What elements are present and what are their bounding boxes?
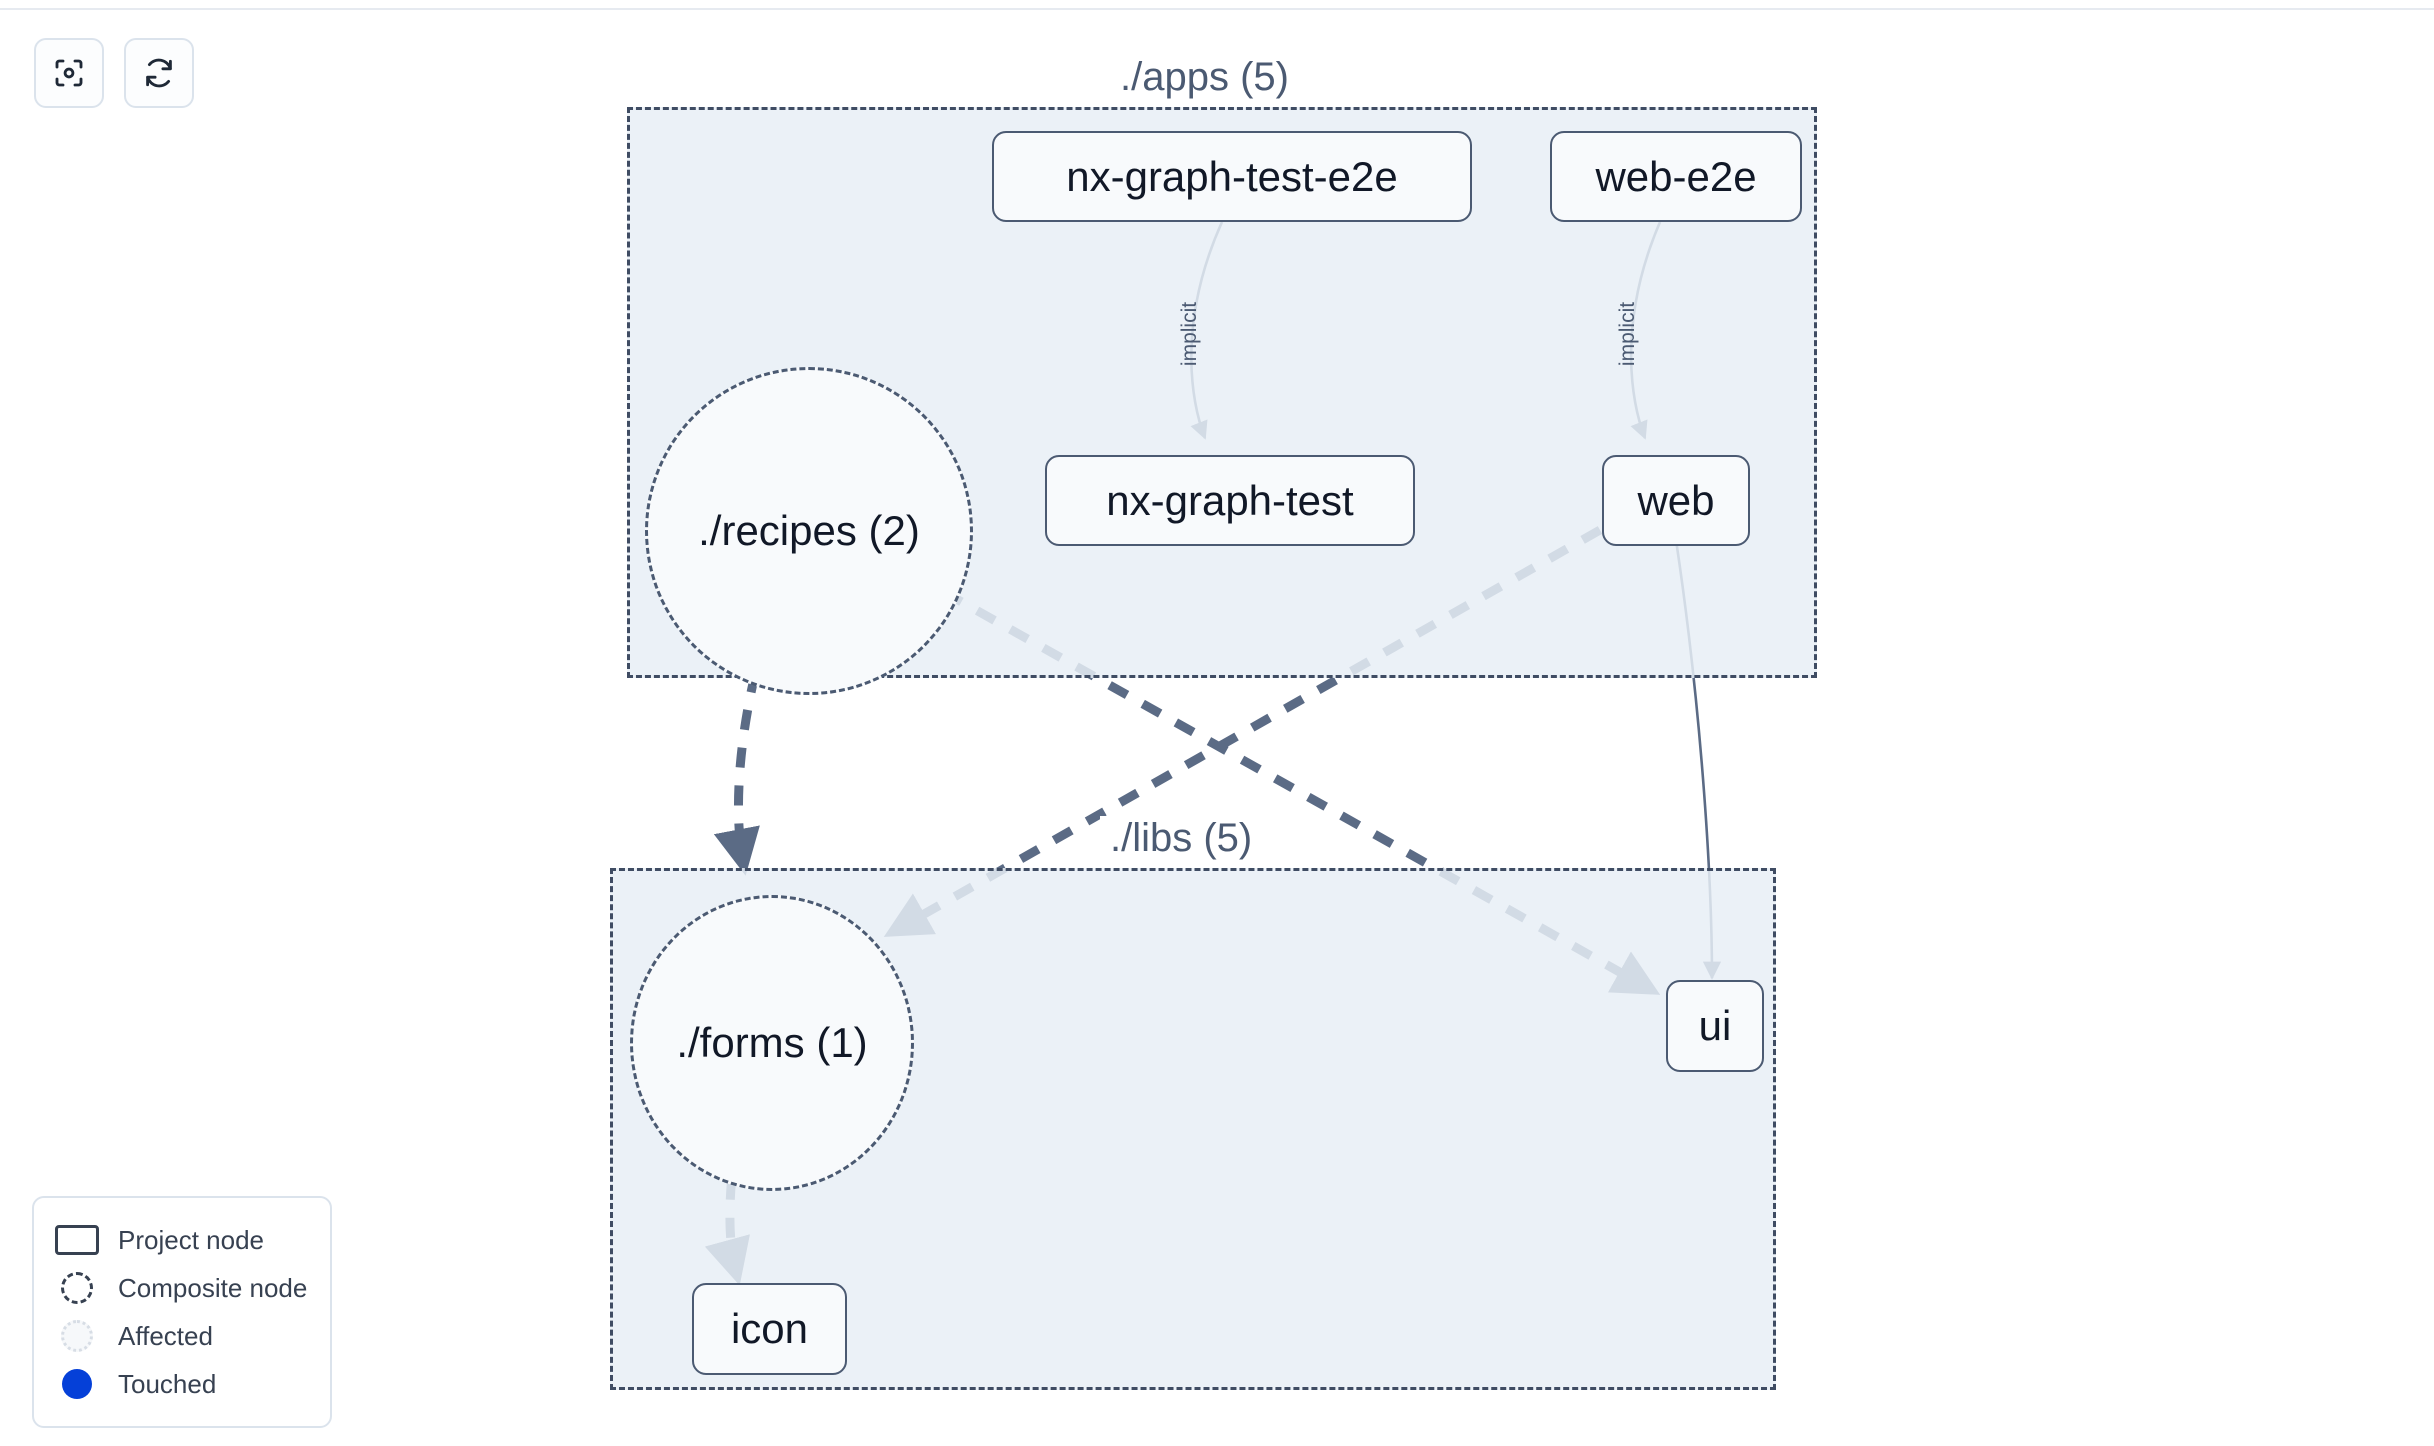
node-label: web-e2e — [1595, 152, 1757, 200]
node-label: icon — [730, 1305, 809, 1352]
legend-label: Affected — [118, 1320, 213, 1351]
node-label: web — [1637, 476, 1715, 524]
node-forms[interactable]: ./forms (1) — [630, 895, 914, 1191]
edge-label-implicit-web: implicit — [1616, 301, 1640, 367]
edge-label-implicit-nx-graph-test: implicit — [1178, 301, 1202, 367]
node-ui[interactable]: ui — [1666, 980, 1764, 1072]
legend-item-touched: Touched — [54, 1360, 310, 1408]
node-nx-graph-test[interactable]: nx-graph-test — [1045, 455, 1415, 546]
node-web[interactable]: web — [1602, 455, 1750, 546]
group-label-libs: ./libs (5) — [1100, 816, 1263, 861]
node-recipes[interactable]: ./recipes (2) — [645, 367, 973, 695]
legend-item-affected: Affected — [54, 1312, 310, 1360]
legend-panel: Project node Composite node Affected Tou… — [32, 1196, 332, 1428]
legend-item-project-node: Project node — [54, 1216, 310, 1264]
refresh-graph-button[interactable] — [124, 38, 194, 108]
touched-swatch-icon — [54, 1367, 100, 1401]
node-web-e2e[interactable]: web-e2e — [1550, 131, 1802, 222]
focus-graph-button[interactable] — [34, 38, 104, 108]
refresh-icon — [141, 55, 177, 91]
legend-label: Project node — [118, 1224, 264, 1255]
node-label: nx-graph-test-e2e — [1066, 152, 1398, 200]
node-label: ./recipes (2) — [698, 507, 920, 554]
node-label: ui — [1698, 1002, 1732, 1049]
node-label: nx-graph-test — [1106, 476, 1354, 524]
legend-item-composite-node: Composite node — [54, 1264, 310, 1312]
focus-target-icon — [51, 55, 87, 91]
composite-node-swatch-icon — [54, 1271, 100, 1305]
node-icon[interactable]: icon — [692, 1283, 847, 1375]
affected-swatch-icon — [54, 1319, 100, 1353]
group-label-apps: ./apps (5) — [1110, 55, 1299, 100]
legend-label: Composite node — [118, 1272, 308, 1303]
graph-toolbar — [34, 38, 194, 108]
node-nx-graph-test-e2e[interactable]: nx-graph-test-e2e — [992, 131, 1472, 222]
project-node-swatch-icon — [54, 1223, 100, 1257]
node-label: ./forms (1) — [676, 1019, 868, 1066]
legend-label: Touched — [118, 1368, 217, 1399]
